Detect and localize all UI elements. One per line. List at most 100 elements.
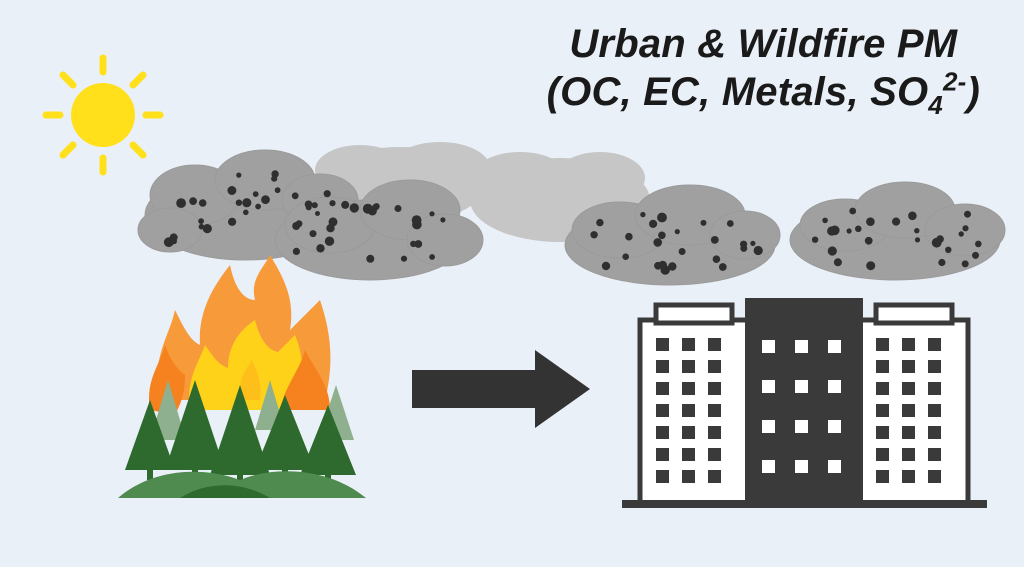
window bbox=[902, 470, 915, 483]
window bbox=[876, 470, 889, 483]
diagram-title: Urban & Wildfire PM (OC, EC, Metals, SO4… bbox=[546, 20, 980, 120]
particle-dot bbox=[429, 254, 435, 260]
particle-dot bbox=[958, 231, 964, 237]
particle-dot bbox=[740, 244, 748, 252]
window bbox=[902, 360, 915, 373]
title-line-1: Urban & Wildfire PM bbox=[569, 22, 958, 66]
window bbox=[762, 340, 775, 353]
particle-dot bbox=[292, 222, 301, 230]
particle-dot bbox=[849, 207, 857, 215]
particle-dot bbox=[440, 217, 446, 223]
particle-dot bbox=[271, 175, 278, 182]
particle-dot bbox=[329, 200, 336, 207]
particle-dot bbox=[309, 230, 317, 238]
particle-dot bbox=[830, 225, 840, 236]
particle-dot bbox=[653, 238, 662, 247]
particle-dot bbox=[328, 217, 338, 227]
particle-dot bbox=[228, 217, 237, 226]
wildfire-icon bbox=[148, 255, 331, 415]
particle-dot bbox=[718, 263, 727, 271]
window bbox=[876, 360, 889, 373]
particle-dot bbox=[975, 240, 982, 248]
window bbox=[708, 404, 721, 417]
window bbox=[928, 338, 941, 351]
window bbox=[795, 340, 808, 353]
particle-dot bbox=[292, 247, 300, 255]
window bbox=[708, 382, 721, 395]
window bbox=[902, 404, 915, 417]
particle-dot bbox=[243, 209, 249, 216]
window bbox=[828, 460, 841, 473]
particle-dot bbox=[964, 210, 971, 218]
city-building-icon bbox=[622, 298, 987, 508]
particle-dot bbox=[349, 203, 359, 213]
particle-dot bbox=[750, 240, 756, 246]
window bbox=[682, 360, 695, 373]
particle-dot bbox=[936, 235, 944, 243]
window bbox=[876, 426, 889, 439]
window bbox=[682, 382, 695, 395]
particle-dot bbox=[833, 258, 842, 267]
particle-dot bbox=[654, 261, 662, 270]
window bbox=[902, 448, 915, 461]
window bbox=[708, 426, 721, 439]
window bbox=[762, 460, 775, 473]
forest-icon bbox=[118, 380, 366, 498]
particle-dot bbox=[622, 253, 629, 260]
particle-dot bbox=[668, 262, 677, 271]
particle-dot bbox=[311, 202, 318, 209]
window bbox=[876, 338, 889, 351]
particle-dot bbox=[961, 260, 969, 268]
particle-dot bbox=[590, 231, 598, 239]
window bbox=[828, 420, 841, 433]
particle-dot bbox=[261, 195, 270, 205]
window bbox=[876, 448, 889, 461]
particle-dot bbox=[712, 255, 721, 263]
particle-dot bbox=[866, 261, 876, 271]
particle-dot bbox=[323, 190, 331, 198]
particle-dot bbox=[274, 187, 281, 194]
particle-dot bbox=[596, 218, 604, 227]
particle-dot bbox=[938, 258, 946, 267]
particle-dot bbox=[305, 204, 312, 211]
window bbox=[928, 404, 941, 417]
particle-dot bbox=[755, 249, 762, 255]
window bbox=[928, 360, 941, 373]
particle-dot bbox=[674, 229, 680, 235]
particle-dot bbox=[892, 217, 901, 226]
particle-dot bbox=[170, 238, 177, 245]
window bbox=[656, 382, 669, 395]
window bbox=[928, 448, 941, 461]
window bbox=[928, 382, 941, 395]
window bbox=[876, 404, 889, 417]
particle-dot bbox=[700, 219, 707, 226]
particle-dot bbox=[657, 212, 667, 223]
particle-dot bbox=[242, 198, 252, 208]
particle-dot bbox=[429, 211, 435, 217]
particle-dot bbox=[291, 192, 299, 200]
particle-dot bbox=[908, 211, 917, 221]
window bbox=[682, 426, 695, 439]
particle-dot bbox=[316, 244, 325, 253]
window bbox=[682, 448, 695, 461]
window bbox=[828, 380, 841, 393]
particle-dot bbox=[252, 191, 259, 198]
particle-dot bbox=[822, 217, 828, 224]
window bbox=[795, 460, 808, 473]
window bbox=[928, 426, 941, 439]
window bbox=[656, 470, 669, 483]
window bbox=[708, 338, 721, 351]
window bbox=[902, 426, 915, 439]
particle-dot bbox=[189, 197, 198, 206]
particle-dot bbox=[324, 236, 335, 246]
particle-dot bbox=[198, 218, 205, 225]
particle-dot bbox=[236, 172, 242, 178]
transport-arrow-icon bbox=[412, 350, 590, 428]
particle-dot bbox=[726, 220, 734, 227]
particle-dot bbox=[601, 261, 611, 271]
title-line-2: (OC, EC, Metals, SO42-) bbox=[546, 66, 980, 120]
particle-dot bbox=[412, 219, 422, 230]
particle-dot bbox=[866, 217, 875, 226]
